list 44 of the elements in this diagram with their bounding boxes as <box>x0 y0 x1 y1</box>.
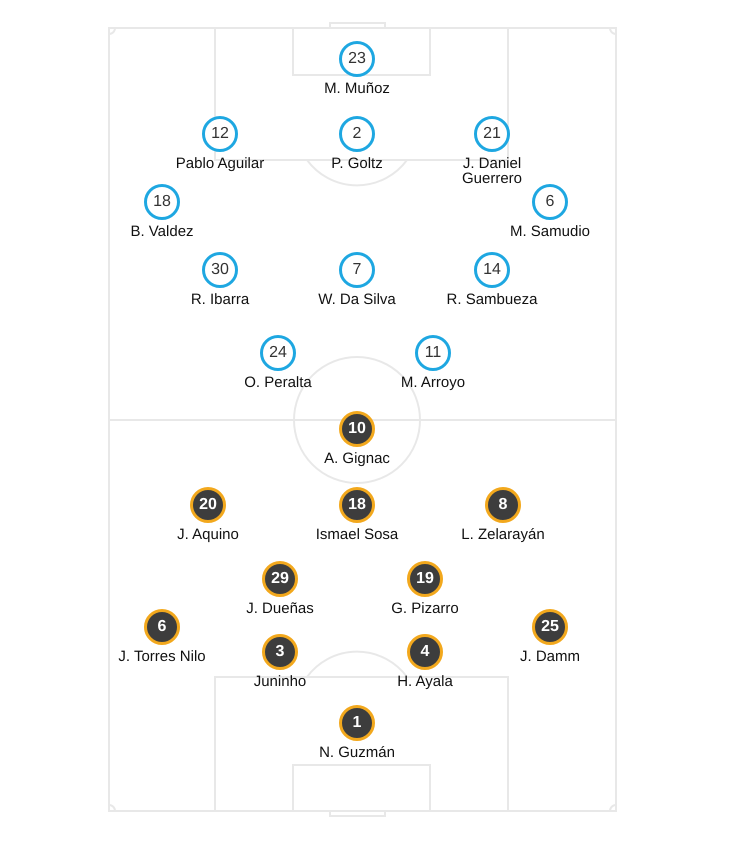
player-number-marker: 21 <box>474 116 510 152</box>
player-name: M. Arroyo <box>400 375 466 390</box>
player-name: J. Damm <box>519 649 581 664</box>
player-number-marker: 3 <box>262 634 298 670</box>
player-name: J. Aquino <box>176 527 240 542</box>
player-number-marker: 1 <box>339 705 375 741</box>
player-name: J. Dueñas <box>245 601 315 616</box>
player-number-marker: 29 <box>262 561 298 597</box>
player-name: G. Pizarro <box>390 601 460 616</box>
player-number-marker: 12 <box>202 116 238 152</box>
player-name: A. Gignac <box>323 451 391 466</box>
player-number-marker: 20 <box>190 487 226 523</box>
player-name: R. Ibarra <box>190 292 250 307</box>
player-number-marker: 6 <box>144 609 180 645</box>
player-number-marker: 4 <box>407 634 443 670</box>
player-name: R. Sambueza <box>446 292 538 307</box>
player-number-marker: 18 <box>144 184 180 220</box>
player-name: H. Ayala <box>396 674 454 689</box>
player-number-marker: 2 <box>339 116 375 152</box>
player-name: M. Samudio <box>508 224 592 239</box>
player-name: Ismael Sosa <box>314 527 400 542</box>
player-number-marker: 11 <box>415 335 451 371</box>
player-name: P. Goltz <box>330 156 384 171</box>
player-name: B. Valdez <box>129 224 195 239</box>
player-name: J. Daniel Guerrero <box>460 156 524 186</box>
player-number-marker: 30 <box>202 252 238 288</box>
player-number-marker: 25 <box>532 609 568 645</box>
player-number-marker: 19 <box>407 561 443 597</box>
player-number-marker: 14 <box>474 252 510 288</box>
player-name: J. Torres Nilo <box>117 649 207 664</box>
player-number-marker: 6 <box>532 184 568 220</box>
player-name: W. Da Silva <box>317 292 397 307</box>
player-number-marker: 18 <box>339 487 375 523</box>
player-number-marker: 8 <box>485 487 521 523</box>
player-number-marker: 24 <box>260 335 296 371</box>
player-number-marker: 23 <box>339 41 375 77</box>
player-name: O. Peralta <box>243 375 313 390</box>
player-name: L. Zelarayán <box>460 527 546 542</box>
player-name: Juninho <box>252 674 308 689</box>
player-name: M. Muñoz <box>323 81 391 96</box>
player-name: Pablo Aguilar <box>174 156 266 171</box>
player-name: N. Guzmán <box>318 745 396 760</box>
player-number-marker: 7 <box>339 252 375 288</box>
player-number-marker: 10 <box>339 411 375 447</box>
